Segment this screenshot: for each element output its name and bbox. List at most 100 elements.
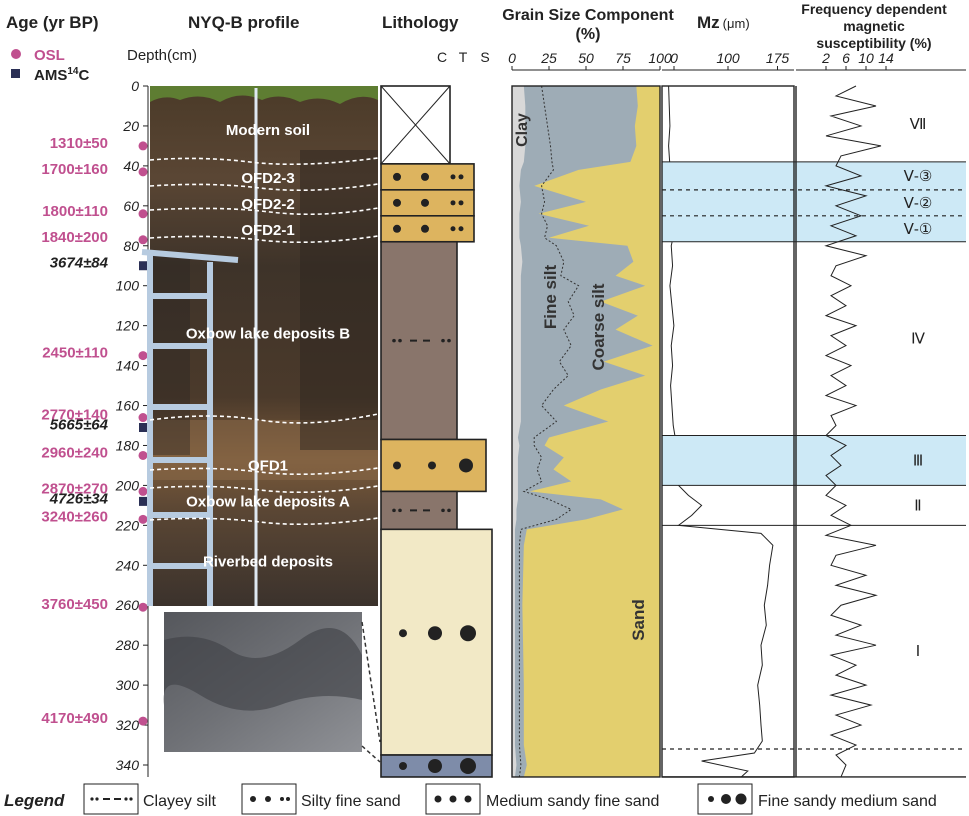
osl-age-label: 2770±140 <box>41 407 108 424</box>
lith-header-s: S <box>480 49 489 65</box>
depth-tick-label: 180 <box>116 437 140 453</box>
unit-band <box>662 215 966 242</box>
lithology-grain <box>428 758 442 773</box>
osl-sample-marker <box>138 351 148 361</box>
ams-sample-marker <box>139 422 148 432</box>
osl-sample-marker <box>138 602 148 612</box>
profile-unit-label: OFD2-3 <box>241 170 294 187</box>
depth-tick-label: 140 <box>116 358 140 374</box>
osl-age-label: 1800±110 <box>42 203 108 220</box>
mz-unit: (μm) <box>723 16 750 31</box>
grain-tick-label: 0 <box>508 50 516 66</box>
fds-tick-label: 14 <box>878 50 894 66</box>
osl-age-label: 2960±240 <box>41 444 108 461</box>
lithology-grain <box>399 629 407 638</box>
mz-header: Mz(μm) <box>697 13 750 32</box>
lithology-grain <box>441 508 445 513</box>
depth-tick-label: 200 <box>115 477 140 493</box>
lithology-grain <box>428 626 442 641</box>
unit-label: Ⅳ <box>911 331 925 348</box>
lithology-grain <box>450 200 456 206</box>
unit-band <box>662 161 966 190</box>
grain-tick-label: 75 <box>615 50 631 66</box>
fds-header-line3: susceptibility (%) <box>816 35 931 51</box>
depth-tick-label: 0 <box>131 78 139 94</box>
lith-header-c: C <box>437 49 447 65</box>
clay-label: Clay <box>514 113 531 147</box>
osl-symbol <box>11 49 21 59</box>
profile-unit-label: Oxbow lake deposits B <box>186 326 350 343</box>
lithology-grain <box>399 761 407 770</box>
mz-tick-label: 0 <box>670 50 678 66</box>
fds-tick-label: 10 <box>858 50 874 66</box>
lithology-grain <box>393 461 401 470</box>
lithology-grain <box>458 174 464 180</box>
sand-label: Sand <box>629 599 648 641</box>
lithology-grain <box>441 338 445 343</box>
osl-sample-marker <box>138 450 148 460</box>
depth-tick-label: 60 <box>123 198 139 214</box>
silt-area <box>512 86 653 777</box>
unit-label: Ⅴ-③ <box>904 168 933 185</box>
lithology-grain <box>447 508 451 513</box>
lithology-grain <box>458 226 464 232</box>
profile-unit-label: OFD2-2 <box>241 196 294 213</box>
depth-tick-label: 220 <box>115 517 140 533</box>
unit-band <box>662 435 966 486</box>
grain-frame <box>511 85 661 778</box>
bottom-legend: Legend Clayey silt Silty fine sand Mediu… <box>4 783 937 815</box>
osl-age-label: 1700±160 <box>41 161 108 178</box>
depth-tick-label: 160 <box>116 398 140 414</box>
osl-sample-marker <box>138 486 148 496</box>
lith-header-t: T <box>459 49 468 65</box>
fds-tick-label: 6 <box>842 50 850 66</box>
lithology-dash <box>423 339 430 342</box>
profile-unit-label: Riverbed deposits <box>203 553 333 570</box>
lithology-grain <box>393 198 401 207</box>
grain-header-line1: Grain Size Component <box>502 7 674 24</box>
lithology-grain <box>398 508 402 513</box>
profile-unit-label: Oxbow lake deposits A <box>186 493 350 510</box>
depth-tick-label: 340 <box>116 757 140 773</box>
osl-age-label: 3760±450 <box>41 596 108 613</box>
fds-curve <box>824 85 882 778</box>
grain-tick-label: 25 <box>540 50 557 66</box>
inset-texture <box>163 628 362 711</box>
profile-unit-label: OFD2-1 <box>241 222 294 239</box>
profile-unit-label: OFD1 <box>248 457 288 474</box>
ams-prefix: AMS <box>34 67 67 84</box>
osl-sample-marker <box>138 413 148 423</box>
ams-suffix: C <box>78 67 89 84</box>
lithology-dash <box>410 339 417 342</box>
ladder <box>141 249 239 606</box>
age-markers: 1310±501700±1601800±1101840±2003674±8424… <box>41 135 148 727</box>
depth-tick-label: 80 <box>123 238 139 254</box>
lithology-grain <box>460 625 476 642</box>
osl-sample-marker <box>138 235 148 245</box>
photo-sky-gap <box>150 80 378 86</box>
osl-sample-marker <box>138 141 148 151</box>
ams-sample-marker <box>139 261 148 271</box>
depth-tick-label: 280 <box>115 637 140 653</box>
lithology-grain <box>460 757 476 774</box>
lithology-unit <box>380 528 493 756</box>
lithology-grain <box>421 172 429 181</box>
lithology-grain <box>428 461 436 470</box>
fds-tick-label: 2 <box>821 50 830 66</box>
inset-connector-bottom <box>361 745 381 763</box>
legend-symbol-medium-sandy-fine-sand <box>434 795 472 803</box>
ams-symbol <box>11 69 20 78</box>
grain-header-line2: (%) <box>576 26 601 43</box>
legend-label-clayey-silt: Clayey silt <box>143 793 216 810</box>
ams-super: 14 <box>67 66 79 77</box>
osl-age-label: 3240±260 <box>41 508 108 525</box>
lithology-grain <box>398 338 402 343</box>
lithology-grain <box>421 224 429 233</box>
ams-sample-marker <box>139 496 148 506</box>
grain-tick-label: 50 <box>578 50 594 66</box>
